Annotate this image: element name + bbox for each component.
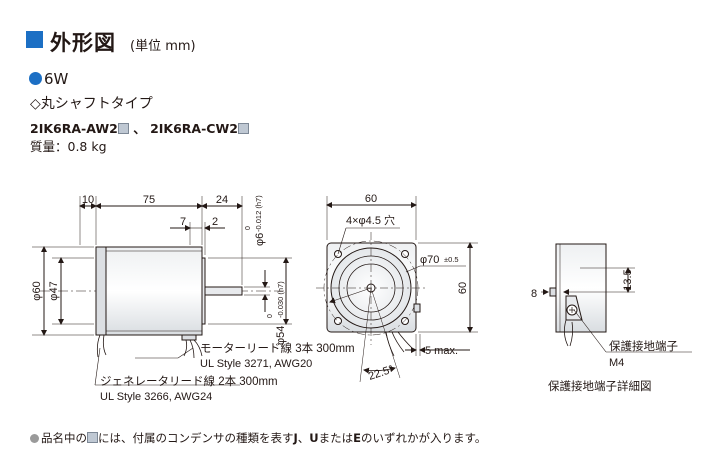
footnote-e: E xyxy=(353,431,361,445)
dim-phi47: φ47 xyxy=(48,281,60,300)
dim-phi6-tol-upper: 0 xyxy=(245,226,252,230)
dim-phi6-tol-lower: -0.012 (h7) xyxy=(254,195,263,232)
motor-lead-line1: モーターリード線 3本 300mm xyxy=(200,341,355,355)
dim-8: 8 xyxy=(531,288,537,300)
dim-5max: 5 max. xyxy=(425,345,458,357)
placeholder-box-icon xyxy=(117,123,129,134)
footnote-part1: 品名中の xyxy=(41,431,87,445)
ground-terminal-label: 保護接地端子 xyxy=(609,339,678,353)
model-a: 2IK6RA-AW2 xyxy=(30,121,118,136)
angle-label: 22.5° xyxy=(367,363,395,382)
dim-24: 24 xyxy=(216,194,228,206)
dim-10: 10 xyxy=(82,194,94,206)
shaft-type-label: ◇丸シャフトタイプ xyxy=(30,96,153,112)
model-numbers: 2IK6RA-AW2 、 2IK6RA-CW2 xyxy=(30,118,249,137)
blue-dot-icon xyxy=(29,72,42,85)
header-square-icon xyxy=(26,31,43,48)
motor-lead-line2: UL Style 3271, AWG20 xyxy=(200,358,312,370)
mass-label: 質量：0.8 kg xyxy=(30,139,107,154)
screw-label: M4 xyxy=(609,357,624,369)
detail-caption: 保護接地端子詳細図 xyxy=(548,379,652,393)
gen-lead-line1: ジェネレータリード線 2本 300mm xyxy=(100,374,278,388)
dim-phi70-tol: ±0.5 xyxy=(444,255,459,264)
dim-phi6: φ6 xyxy=(254,233,266,246)
detail-view xyxy=(541,243,692,353)
dim-13-5: 13.5 xyxy=(622,269,634,290)
model-b: 2IK6RA-CW2 xyxy=(150,121,238,136)
footnote-part4: または xyxy=(318,431,354,445)
page-title: 外形図 xyxy=(50,31,116,55)
side-view xyxy=(32,196,292,386)
model-separator: 、 xyxy=(133,121,146,136)
dim-phi70: φ70 xyxy=(420,254,439,266)
placeholder-box-icon xyxy=(237,123,249,134)
gray-dot-icon xyxy=(30,434,39,443)
footnote-part3: 、 xyxy=(297,431,310,445)
placeholder-box-icon xyxy=(87,432,98,443)
dim-60-side: 60 xyxy=(457,282,469,294)
gen-lead-line2: UL Style 3266, AWG24 xyxy=(100,391,212,403)
unit-label: (単位 mm) xyxy=(130,39,196,54)
dim-7: 7 xyxy=(180,216,186,228)
footnote-part5: のいずれかが入ります。 xyxy=(360,431,487,445)
dim-phi54-tol-upper: 0 xyxy=(267,314,274,318)
footnote-u: U xyxy=(309,431,319,445)
dim-60-top: 60 xyxy=(365,193,377,205)
dim-2: 2 xyxy=(212,216,218,228)
footnote: 品名中のには、付属のコンデンサの種類を表すJ、UまたはEのいずれかが入ります。 xyxy=(30,430,486,446)
front-view xyxy=(316,196,478,383)
dim-phi54: φ54 xyxy=(275,326,287,345)
dim-75: 75 xyxy=(143,194,155,206)
footnote-part2: には、付属のコンデンサの種類を表す xyxy=(98,431,294,445)
footnote-j: J xyxy=(293,431,298,445)
dim-phi54-tol-lower: -0.030 (h7) xyxy=(276,281,285,318)
holes-label: 4×φ4.5 穴 xyxy=(346,213,395,227)
dim-phi60: φ60 xyxy=(31,281,43,300)
wattage-label: 6W xyxy=(44,70,69,88)
